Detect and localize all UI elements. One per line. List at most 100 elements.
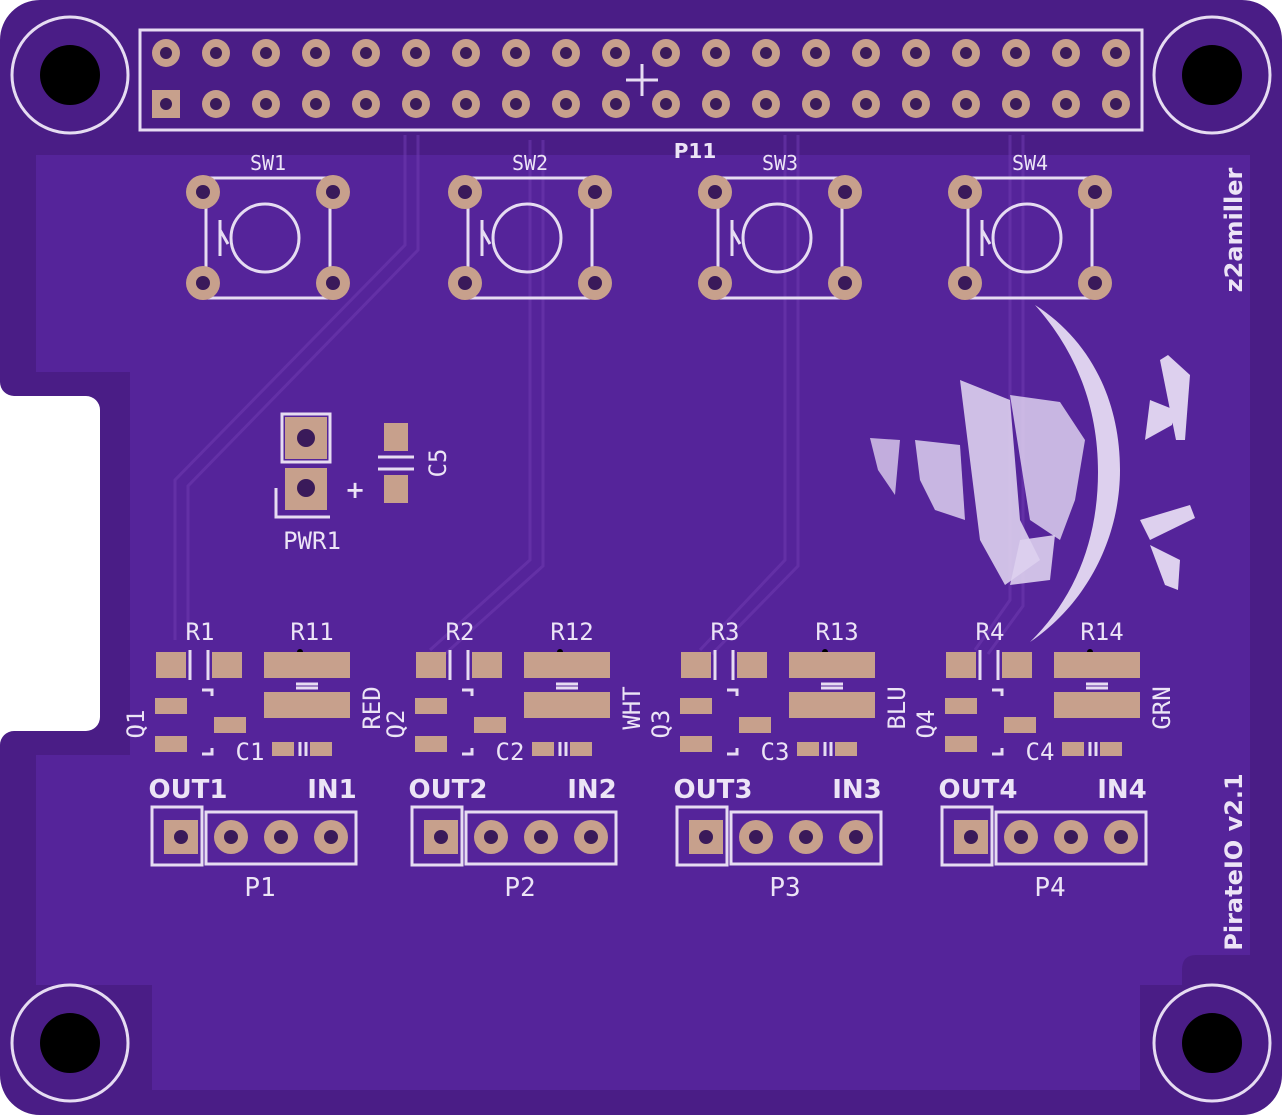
resistor-pad xyxy=(946,652,976,678)
capacitor-pad xyxy=(310,742,332,756)
transistor-outline xyxy=(202,688,214,756)
switch-outline xyxy=(466,176,594,300)
resistor-array-pad xyxy=(524,652,554,678)
resistor-array-outline xyxy=(556,682,578,690)
header-pin-hole xyxy=(460,47,472,59)
label-r_a: R4 xyxy=(976,618,1005,646)
header-pin-hole xyxy=(810,47,822,59)
transistor-pad xyxy=(415,736,447,752)
header-pin-hole xyxy=(760,47,772,59)
resistor-pad xyxy=(416,652,446,678)
switch-pad-hole xyxy=(708,276,722,290)
connector-in-outline xyxy=(464,810,618,866)
switch-symbol xyxy=(480,220,492,256)
header-pin-hole xyxy=(760,98,772,110)
resistor-array-pad xyxy=(845,652,875,678)
transistor-pad xyxy=(945,698,977,714)
label-c: C4 xyxy=(1026,738,1055,766)
connector-in-outline xyxy=(729,810,883,866)
header-pin-hole xyxy=(510,98,522,110)
switch-pad-hole xyxy=(1088,185,1102,199)
label-in: IN1 xyxy=(307,775,357,805)
resistor-array-pad xyxy=(845,692,875,718)
switch-label: SW1 xyxy=(250,151,286,175)
header-pin-hole xyxy=(660,98,672,110)
switch-sw4: SW4 xyxy=(948,151,1112,300)
header-pin-hole xyxy=(360,98,372,110)
label-out: OUT1 xyxy=(148,775,227,805)
capacitor-outline xyxy=(298,742,308,756)
resistor-outline xyxy=(978,650,1000,680)
resistor-array-outline xyxy=(296,682,318,690)
switch-pad-hole xyxy=(588,185,602,199)
switch-pad-hole xyxy=(458,185,472,199)
label-q: Q1 xyxy=(122,710,150,739)
power-plus-label: + xyxy=(345,476,365,504)
capacitor-c5-label: C5 xyxy=(424,449,452,478)
resistor-outline xyxy=(188,650,210,680)
header-label: P11 xyxy=(674,139,717,163)
label-color: RED xyxy=(358,686,386,729)
pirate-ship-icon xyxy=(870,305,1195,642)
switch-button-outline xyxy=(991,202,1063,274)
switch-symbol xyxy=(730,220,742,256)
header-pin-hole xyxy=(1110,47,1122,59)
resistor-pad xyxy=(1002,652,1032,678)
switch-label: SW3 xyxy=(762,151,798,175)
header-pin-hole xyxy=(810,98,822,110)
author-label: z2amiller xyxy=(1220,168,1248,293)
header-pin-hole xyxy=(1060,98,1072,110)
capacitor-pad xyxy=(1062,742,1084,756)
header-pin-hole xyxy=(360,47,372,59)
header-pin-hole xyxy=(560,98,572,110)
resistor-outline xyxy=(713,650,735,680)
label-r_a: R1 xyxy=(186,618,215,646)
header-pin-hole xyxy=(860,47,872,59)
header-pin-hole xyxy=(1060,47,1072,59)
header-pin-hole xyxy=(410,47,422,59)
transistor-pad xyxy=(945,736,977,752)
switch-pad-hole xyxy=(326,185,340,199)
transistor-outline xyxy=(462,688,474,756)
switch-button-outline xyxy=(491,202,563,274)
switch-pad-hole xyxy=(958,185,972,199)
switch-outline xyxy=(716,176,844,300)
label-in: IN2 xyxy=(567,775,617,805)
gpio-header: P11 xyxy=(138,28,1144,163)
header-pin-hole xyxy=(1110,98,1122,110)
transistor-pad xyxy=(155,736,187,752)
resistor-array-pad xyxy=(1054,692,1084,718)
resistor-array-pad xyxy=(264,652,294,678)
header-pin-hole xyxy=(910,47,922,59)
power-connector-label: PWR1 xyxy=(283,527,341,555)
label-c: C2 xyxy=(496,738,525,766)
switch-label: SW4 xyxy=(1012,151,1048,175)
switch-button-outline xyxy=(741,202,813,274)
transistor-pad xyxy=(739,717,771,733)
resistor-array-pad xyxy=(1080,692,1114,718)
header-pin-hole xyxy=(160,98,172,110)
switch-pad-hole xyxy=(196,276,210,290)
transistor-outline xyxy=(992,688,1004,756)
transistor-pad xyxy=(474,717,506,733)
switch-pad-hole xyxy=(196,185,210,199)
capacitor-outline xyxy=(823,742,833,756)
label-r_b: R12 xyxy=(550,618,593,646)
switch-symbol xyxy=(218,220,230,256)
header-pin-hole xyxy=(310,98,322,110)
resistor-array-pad xyxy=(264,692,294,718)
header-pin-hole xyxy=(460,98,472,110)
resistor-array-pad xyxy=(290,692,324,718)
label-conn: P2 xyxy=(504,873,535,903)
resistor-outline xyxy=(448,650,470,680)
header-pin-hole xyxy=(860,98,872,110)
connector-out-outline xyxy=(940,805,994,867)
resistor-pad xyxy=(737,652,767,678)
transistor-pad xyxy=(680,698,712,714)
header-pin-hole xyxy=(660,47,672,59)
